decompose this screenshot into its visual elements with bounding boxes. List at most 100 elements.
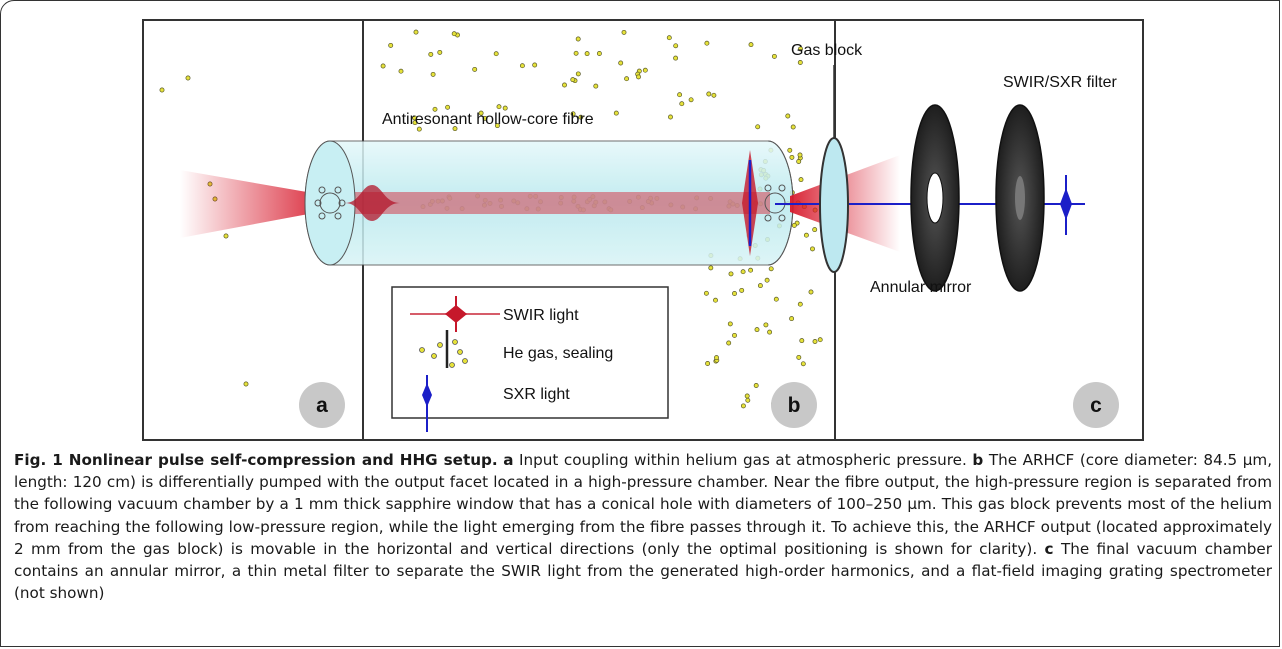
gas-particle xyxy=(755,124,761,130)
gas-particle xyxy=(705,361,711,366)
gas-particle xyxy=(677,92,683,98)
gas-particle xyxy=(666,35,672,41)
gas-particle xyxy=(668,114,673,120)
gas-particle xyxy=(451,31,457,37)
panel-badge-a-label: a xyxy=(316,394,328,417)
gas-particle xyxy=(796,354,802,360)
gas-particle xyxy=(412,120,418,126)
gas-particle xyxy=(745,397,751,403)
gas-particle xyxy=(596,51,602,56)
gas-particle xyxy=(740,269,746,275)
gas-particle xyxy=(771,53,777,59)
figure-caption: Fig. 1 Nonlinear pulse self-compression … xyxy=(14,449,1272,604)
gas-particle xyxy=(787,147,793,153)
gas-particle xyxy=(773,296,779,302)
gas-particle xyxy=(452,126,458,132)
gas-particle xyxy=(812,339,818,344)
legend-label-gas: He gas, sealing xyxy=(503,345,613,362)
gas-particle xyxy=(482,115,488,121)
gas-particle xyxy=(496,104,502,110)
gas-block-window xyxy=(819,137,849,273)
gas-particle xyxy=(713,297,718,303)
gas-particle xyxy=(673,55,679,61)
gas-particle xyxy=(790,124,796,130)
gas-particle xyxy=(706,91,712,97)
gas-particle xyxy=(570,111,576,117)
panel-badge-c: c xyxy=(1073,382,1119,428)
legend: SWIR light He gas, sealing SXR light xyxy=(391,286,669,432)
gas-particle xyxy=(764,277,770,283)
gas-particle xyxy=(704,40,710,46)
gas-particle xyxy=(688,97,694,103)
gas-particle xyxy=(502,105,508,111)
gas-particle xyxy=(711,92,717,98)
gas-particle xyxy=(728,271,734,277)
panel-badge-b: b xyxy=(771,382,817,428)
panel-badge-c-label: c xyxy=(1090,394,1102,417)
gas-particle xyxy=(748,267,754,273)
gas-particle xyxy=(800,361,806,367)
gas-particle xyxy=(642,67,648,73)
fibre-entrance-face-icon xyxy=(314,186,346,220)
gas-particle xyxy=(803,232,809,238)
gas-particle xyxy=(445,104,451,110)
annular-mirror-label: Annular mirror xyxy=(870,279,972,296)
gas-particle xyxy=(380,63,386,69)
gas-particle xyxy=(624,76,630,82)
gas-particle xyxy=(789,154,795,160)
gas-particle xyxy=(798,177,804,183)
gas-particle xyxy=(748,42,754,48)
gas-particle xyxy=(754,327,760,333)
caption-panel-c-label: c xyxy=(1044,539,1054,558)
gas-particle xyxy=(584,51,590,57)
gas-particle xyxy=(812,227,818,233)
gas-particle xyxy=(744,393,750,399)
gas-particle xyxy=(708,265,714,271)
gas-particle xyxy=(757,283,763,289)
gas-particle xyxy=(789,316,795,322)
caption-title: Fig. 1 Nonlinear pulse self-compression … xyxy=(14,451,498,469)
gas-particle xyxy=(797,152,803,158)
fibre-label: Antiresonant hollow-core fibre xyxy=(382,111,594,128)
gas-particle xyxy=(621,29,627,35)
gas-particle xyxy=(808,289,814,295)
gas-particle xyxy=(243,381,249,387)
gas-particle xyxy=(817,337,823,343)
compressed-pulse xyxy=(742,150,758,256)
gas-particle xyxy=(768,266,774,272)
legend-gas-icon xyxy=(419,330,468,368)
gas-particle xyxy=(412,115,418,121)
gas-particle xyxy=(797,60,803,65)
gas-particle xyxy=(740,403,746,409)
gas-particle xyxy=(732,332,737,338)
gas-particle xyxy=(791,222,797,228)
gas-particle xyxy=(159,87,165,93)
gas-particle xyxy=(416,126,422,132)
input-beam xyxy=(180,170,330,238)
gas-particle xyxy=(430,71,436,77)
gas-particle xyxy=(739,287,745,293)
gas-particle xyxy=(732,291,737,296)
gas-particle xyxy=(437,49,443,55)
gas-particle xyxy=(575,71,581,77)
swir-sxr-filter xyxy=(995,104,1045,292)
swir-pulse-icon xyxy=(345,185,400,221)
gas-particle xyxy=(763,322,769,328)
gas-particle xyxy=(562,82,567,88)
gas-particle xyxy=(532,62,538,68)
filter-label: SWIR/SXR filter xyxy=(1003,74,1117,91)
gas-particle xyxy=(578,114,584,120)
gas-particle xyxy=(753,383,759,388)
gas-particle xyxy=(796,159,802,164)
legend-sxr-icon xyxy=(422,375,432,432)
gas-particle xyxy=(413,29,419,35)
gas-particle xyxy=(673,43,679,49)
gas-particle xyxy=(727,321,733,327)
gas-particle xyxy=(493,51,499,57)
gas-particle xyxy=(428,51,434,57)
gas-block-label: Gas block xyxy=(791,42,863,59)
gas-particle xyxy=(432,106,438,112)
panel-badge-b-label: b xyxy=(788,394,801,417)
caption-panel-b-text: The ARHCF (core diameter: 84.5 µm, lengt… xyxy=(14,451,1273,558)
